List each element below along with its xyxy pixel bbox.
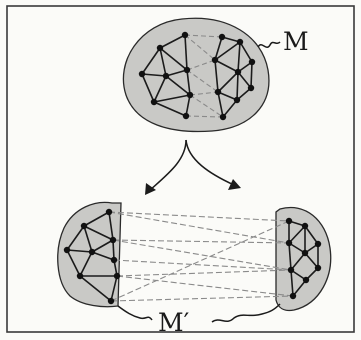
arrow-left-head [145,183,156,195]
label-Mprime-squiggle-right [211,303,281,323]
arrowheads [145,179,241,195]
bottom-left-piece [57,201,122,308]
top-graph-M [122,17,270,133]
top-dashed-edges [184,34,224,118]
top-vertices [138,31,256,121]
diagram-frame [6,5,355,333]
split-arrows [149,139,235,191]
cut-edges-dashed [108,211,294,302]
arrow-right-shaft [185,139,235,186]
label-Mprime: M′ [158,308,190,337]
arrow-left-shaft [149,139,187,191]
label-Mprime-squiggle-left [117,305,153,321]
arrow-right-head [228,179,241,190]
label-M: M [283,27,309,56]
bottom-left-cluster [66,211,118,302]
top-left-cluster [141,34,191,117]
bottom-left-blob [57,201,122,308]
label-M-squiggle [257,41,281,49]
bottom-vertices [63,208,322,305]
